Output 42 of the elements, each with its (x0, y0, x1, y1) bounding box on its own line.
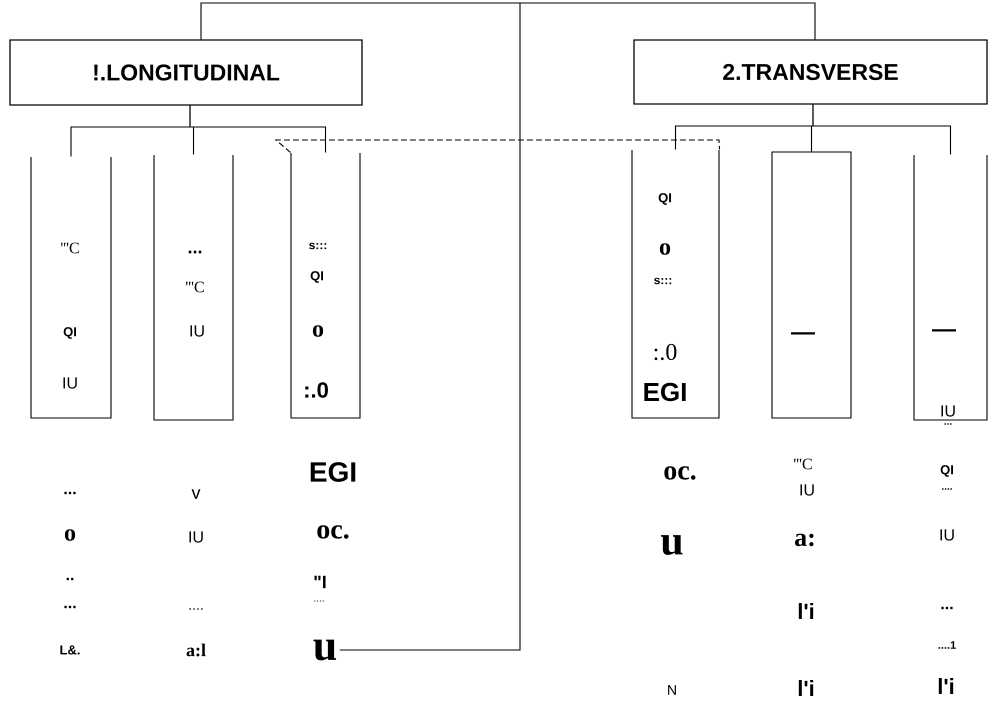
text-label: ... (64, 606, 76, 608)
text-label: EGI (310, 462, 356, 482)
text-label: ....1 (938, 641, 956, 649)
text-label: .... (942, 488, 952, 490)
text-label: IU (189, 531, 203, 543)
connector-line (340, 3, 521, 651)
text-label: oc. (317, 525, 348, 539)
category-box: 2.TRANSVERSE (633, 39, 988, 105)
column-box: — IU (913, 155, 988, 421)
text-label: ... (944, 423, 952, 425)
text-label: l'i (798, 603, 814, 619)
text-label: IU (800, 484, 814, 496)
text-label: l'i (798, 680, 814, 696)
text-label: a: (795, 534, 814, 546)
category-box: !.LONGITUDINAL (9, 39, 363, 106)
text-label: .... (314, 600, 324, 602)
text-label: ... (941, 606, 953, 610)
text-label: "I (314, 576, 326, 588)
column-box: s::: QI o :.0 (290, 153, 361, 419)
connector-line (274, 139, 720, 153)
connector-line (189, 106, 326, 152)
connector-line (200, 2, 816, 40)
text-label: '''C (794, 458, 812, 470)
text-label: u (313, 640, 336, 660)
column-box: QI o s::: :.0 EGI (631, 150, 720, 419)
text-label: v (192, 489, 200, 499)
text-label: ... (64, 492, 76, 494)
text-label: N (668, 685, 676, 695)
text-label: IU (940, 529, 954, 541)
text-label: l'i (938, 678, 954, 694)
column-box: '''C QI IU (30, 157, 112, 419)
column-box: ... '''C IU (153, 155, 234, 421)
text-label: QI (940, 465, 953, 477)
text-label: a:l (186, 644, 206, 656)
text-label: o (64, 529, 76, 541)
text-label: oc. (664, 466, 696, 480)
connector-line (812, 104, 952, 154)
text-label: .. (66, 578, 74, 580)
column-box: — (771, 151, 852, 419)
text-label: .... (190, 608, 203, 610)
text-label: u (660, 535, 683, 555)
text-label: L&. (60, 645, 80, 655)
